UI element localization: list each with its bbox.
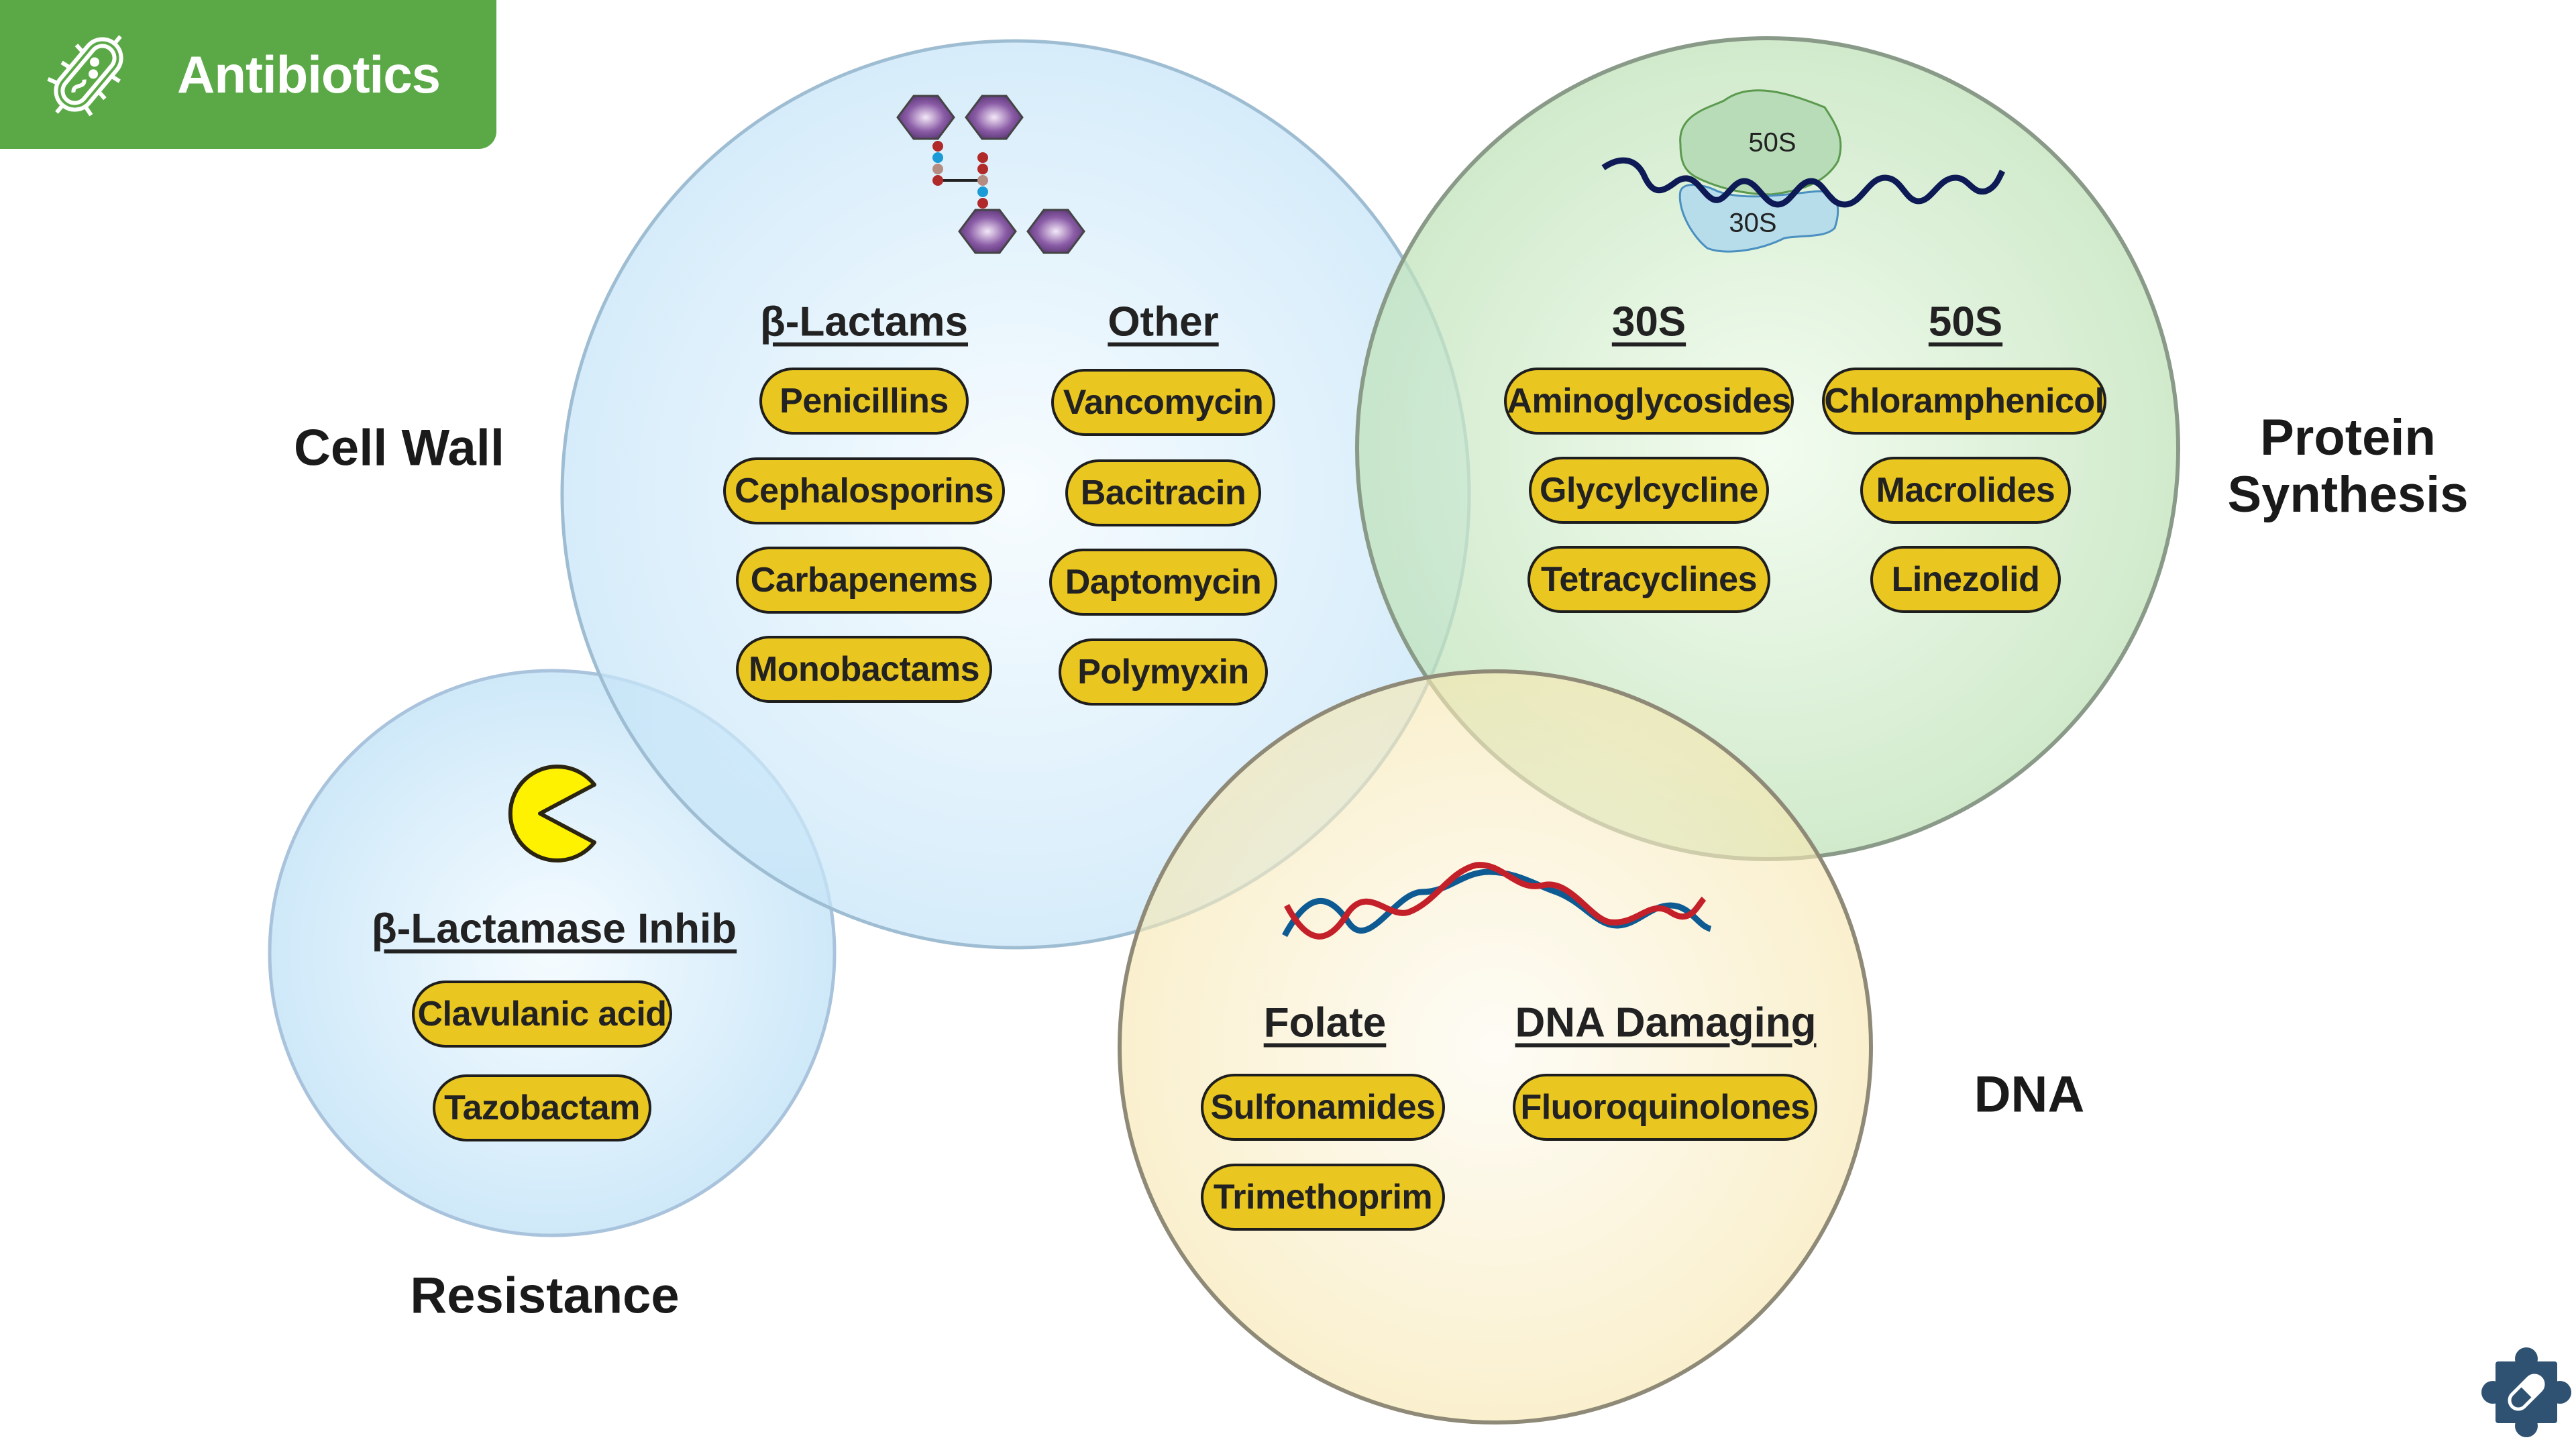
drug-pill: Tazobactam bbox=[433, 1074, 651, 1141]
drug-pill: Chloramphenicol bbox=[1822, 368, 2106, 435]
group-heading-dna-damaging: DNA Damaging bbox=[1515, 999, 1817, 1046]
region-label-dna: DNA bbox=[1974, 1066, 2085, 1123]
ribosome-50s-label: 50S bbox=[1748, 127, 1796, 158]
drug-pill: Cephalosporins bbox=[723, 457, 1005, 524]
drug-pill: Fluoroquinolones bbox=[1513, 1074, 1817, 1141]
region-label-protein-synthesis: Protein Synthesis bbox=[2227, 409, 2468, 523]
group-heading-30s: 30S bbox=[1611, 298, 1686, 345]
group-heading-50s: 50S bbox=[1928, 298, 2003, 345]
drug-pill: Clavulanic acid bbox=[412, 981, 672, 1048]
drug-pill: Penicillins bbox=[759, 368, 969, 435]
region-label-line: Protein bbox=[2260, 408, 2436, 466]
page-title: Antibiotics bbox=[177, 44, 441, 104]
drug-pill: Tetracyclines bbox=[1527, 546, 1770, 613]
group-heading-other: Other bbox=[1108, 298, 1219, 345]
group-heading-folate: Folate bbox=[1263, 999, 1387, 1046]
peptidoglycan-icon bbox=[896, 95, 1085, 254]
region-label-resistance: Resistance bbox=[410, 1267, 680, 1325]
dna-helix-icon bbox=[1282, 862, 1712, 940]
header-badge: Antibiotics bbox=[0, 0, 496, 149]
group-heading-beta-lactams: β-Lactams bbox=[759, 298, 969, 345]
drug-pill: Vancomycin bbox=[1051, 369, 1275, 436]
region-label-line: Synthesis bbox=[2227, 466, 2469, 523]
drug-pill: Sulfonamides bbox=[1201, 1074, 1445, 1141]
drug-pill: Daptomycin bbox=[1049, 549, 1277, 616]
pacman-enzyme-icon bbox=[508, 765, 596, 862]
drug-pill: Linezolid bbox=[1870, 546, 2061, 613]
drug-pill: Carbapenems bbox=[736, 547, 992, 614]
region-label-cell-wall: Cell Wall bbox=[294, 419, 504, 477]
drug-pill: Aminoglycosides bbox=[1504, 368, 1794, 435]
ribosome-icon bbox=[1601, 89, 2006, 253]
puzzle-pill-icon bbox=[2481, 1347, 2571, 1437]
drug-pill: Polymyxin bbox=[1059, 638, 1268, 706]
bacterium-icon bbox=[47, 35, 123, 117]
dna-circle bbox=[1118, 669, 1873, 1425]
drug-pill: Monobactams bbox=[736, 636, 992, 703]
drug-pill: Bacitracin bbox=[1065, 459, 1261, 526]
drug-pill: Trimethoprim bbox=[1201, 1164, 1445, 1231]
ribosome-30s-label: 30S bbox=[1729, 208, 1777, 238]
drug-pill: Glycylcycline bbox=[1529, 457, 1769, 524]
drug-pill: Macrolides bbox=[1860, 457, 2071, 524]
group-heading-beta-lactamase-inhib: β-Lactamase Inhib bbox=[371, 905, 737, 952]
